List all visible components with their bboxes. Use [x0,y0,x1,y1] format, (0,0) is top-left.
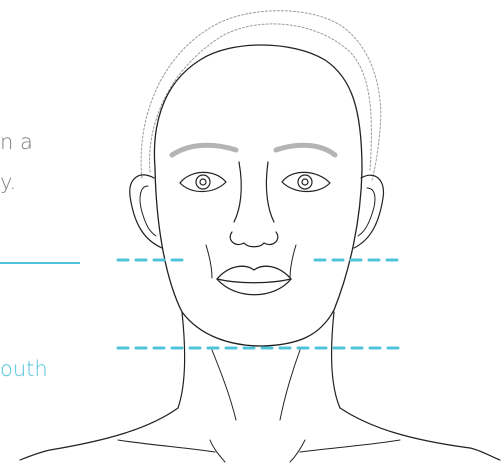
right-eyebrow [276,145,335,155]
neck-muscle-right [280,350,300,420]
head-outline [154,45,362,346]
neck-right [332,312,340,408]
mouth [217,266,291,294]
left-eyebrow [172,145,236,155]
collarbone-right [290,440,400,462]
left-ear-inner [140,186,156,236]
shoulder-left [20,408,178,460]
collarbone-left [118,440,225,462]
left-cheek-line [206,245,212,278]
neck-muscle-left [212,350,236,420]
shoulder-right [340,408,500,460]
right-cheek-line [290,245,296,278]
neck-left [178,312,185,408]
nose [230,162,278,247]
right-eye [282,172,330,191]
left-eye [180,172,226,191]
